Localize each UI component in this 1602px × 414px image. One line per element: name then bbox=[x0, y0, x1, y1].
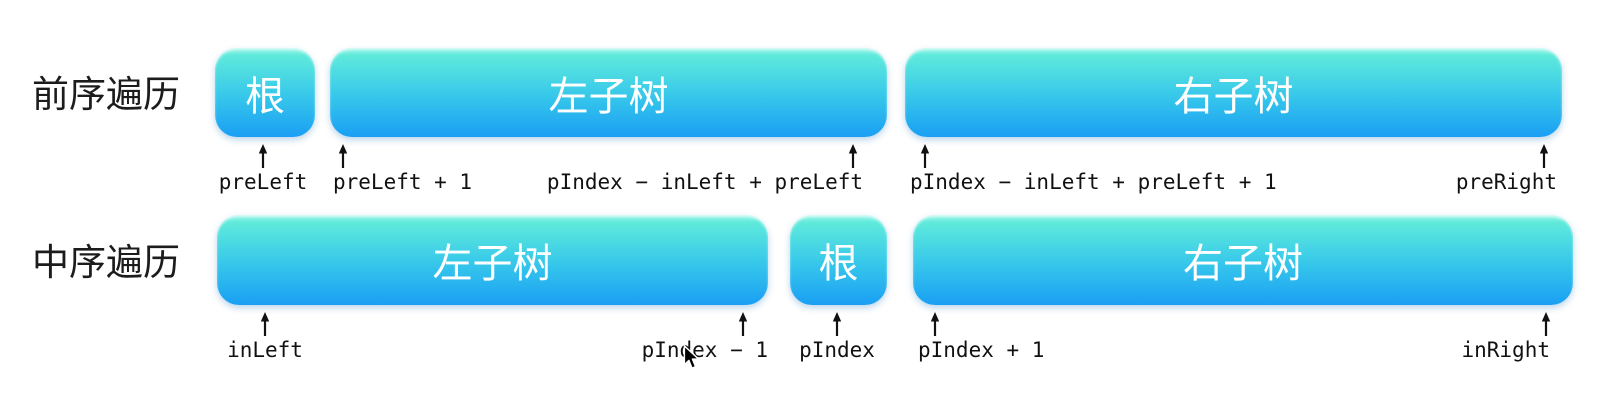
up-arrow-icon bbox=[1539, 144, 1549, 168]
pointer-label-pIndex-plus-1: pIndex + 1 bbox=[918, 338, 1045, 362]
pointer-label-preLeft: preLeft bbox=[218, 170, 308, 194]
preorder-left-subtree-box: 左子树 bbox=[330, 48, 887, 137]
pointer-label-pIndex-minus-inLeft-plus-preLeft-plus-1: pIndex − inLeft + preLeft + 1 bbox=[910, 170, 1277, 194]
pointer-label-pIndex-minus-1: pIndex − 1 bbox=[641, 338, 768, 362]
up-arrow-icon bbox=[338, 144, 348, 168]
inorder-left-subtree-box: 左子树 bbox=[217, 215, 768, 305]
up-arrow-icon bbox=[920, 144, 930, 168]
up-arrow-icon bbox=[258, 144, 268, 168]
up-arrow-icon bbox=[1541, 312, 1551, 336]
preorder-title: 前序遍历 bbox=[32, 73, 180, 116]
up-arrow-icon bbox=[738, 312, 748, 336]
preorder-right-subtree-box: 右子树 bbox=[905, 48, 1562, 137]
inorder-right-subtree-box: 右子树 bbox=[913, 215, 1573, 305]
inorder-root-box: 根 bbox=[790, 215, 887, 305]
up-arrow-icon bbox=[832, 312, 842, 336]
up-arrow-icon bbox=[848, 144, 858, 168]
up-arrow-icon bbox=[930, 312, 940, 336]
pointer-label-preRight: preRight bbox=[1455, 170, 1557, 194]
pointer-label-pIndex: pIndex bbox=[799, 338, 875, 362]
up-arrow-icon bbox=[260, 312, 270, 336]
mouse-cursor bbox=[683, 345, 700, 369]
inorder-title: 中序遍历 bbox=[32, 241, 180, 284]
pointer-label-inRight: inRight bbox=[1461, 338, 1550, 362]
preorder-root-box: 根 bbox=[215, 48, 315, 137]
pointer-label-pIndex-minus-inLeft-plus-preLeft: pIndex − inLeft + preLeft bbox=[546, 170, 863, 194]
pointer-label-preLeft-plus-1: preLeft + 1 bbox=[333, 170, 473, 194]
pointer-label-inLeft: inLeft bbox=[227, 338, 303, 362]
